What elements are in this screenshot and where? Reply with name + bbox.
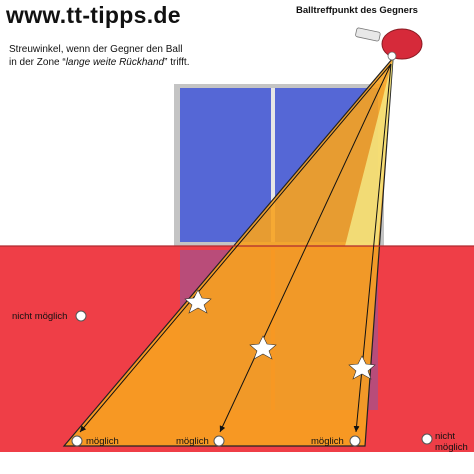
ball-possible-2: [213, 435, 225, 447]
description-line-1: Streuwinkel, wenn der Gegner den Ball: [9, 44, 183, 55]
hit-point-label: Balltreffpunkt des Gegners: [296, 5, 418, 16]
label-right-not-possible: nicht möglich: [435, 431, 468, 453]
label-possible-3: möglich: [311, 436, 344, 447]
site-url: www.tt-tipps.de: [6, 2, 181, 28]
label-possible-2: möglich: [176, 436, 209, 447]
racket-icon: [355, 27, 423, 61]
narrow-cone: [345, 58, 393, 246]
ball-possible-1: [71, 435, 83, 447]
bounce-star-left: [184, 289, 212, 314]
ball-possible-3: [349, 435, 361, 447]
bounce-star-right: [348, 355, 376, 380]
trajectory-arrow-center: [219, 63, 392, 433]
label-left-not-possible: nicht möglich: [12, 311, 68, 322]
bounce-star-center: [249, 335, 277, 360]
scatter-zone: [62, 56, 394, 447]
ball-not-possible-right: [421, 433, 433, 445]
zone-name: lange weite Rückhand: [65, 57, 165, 68]
description-line-2: in der Zone “lange weite Rückhand” triff…: [9, 57, 190, 68]
ball-not-possible-left: [75, 310, 87, 322]
label-possible-1: möglich: [86, 436, 119, 447]
trajectory-arrow-left: [79, 63, 392, 433]
diagram-description: Streuwinkel, wenn der Gegner den Ball in…: [9, 43, 189, 69]
